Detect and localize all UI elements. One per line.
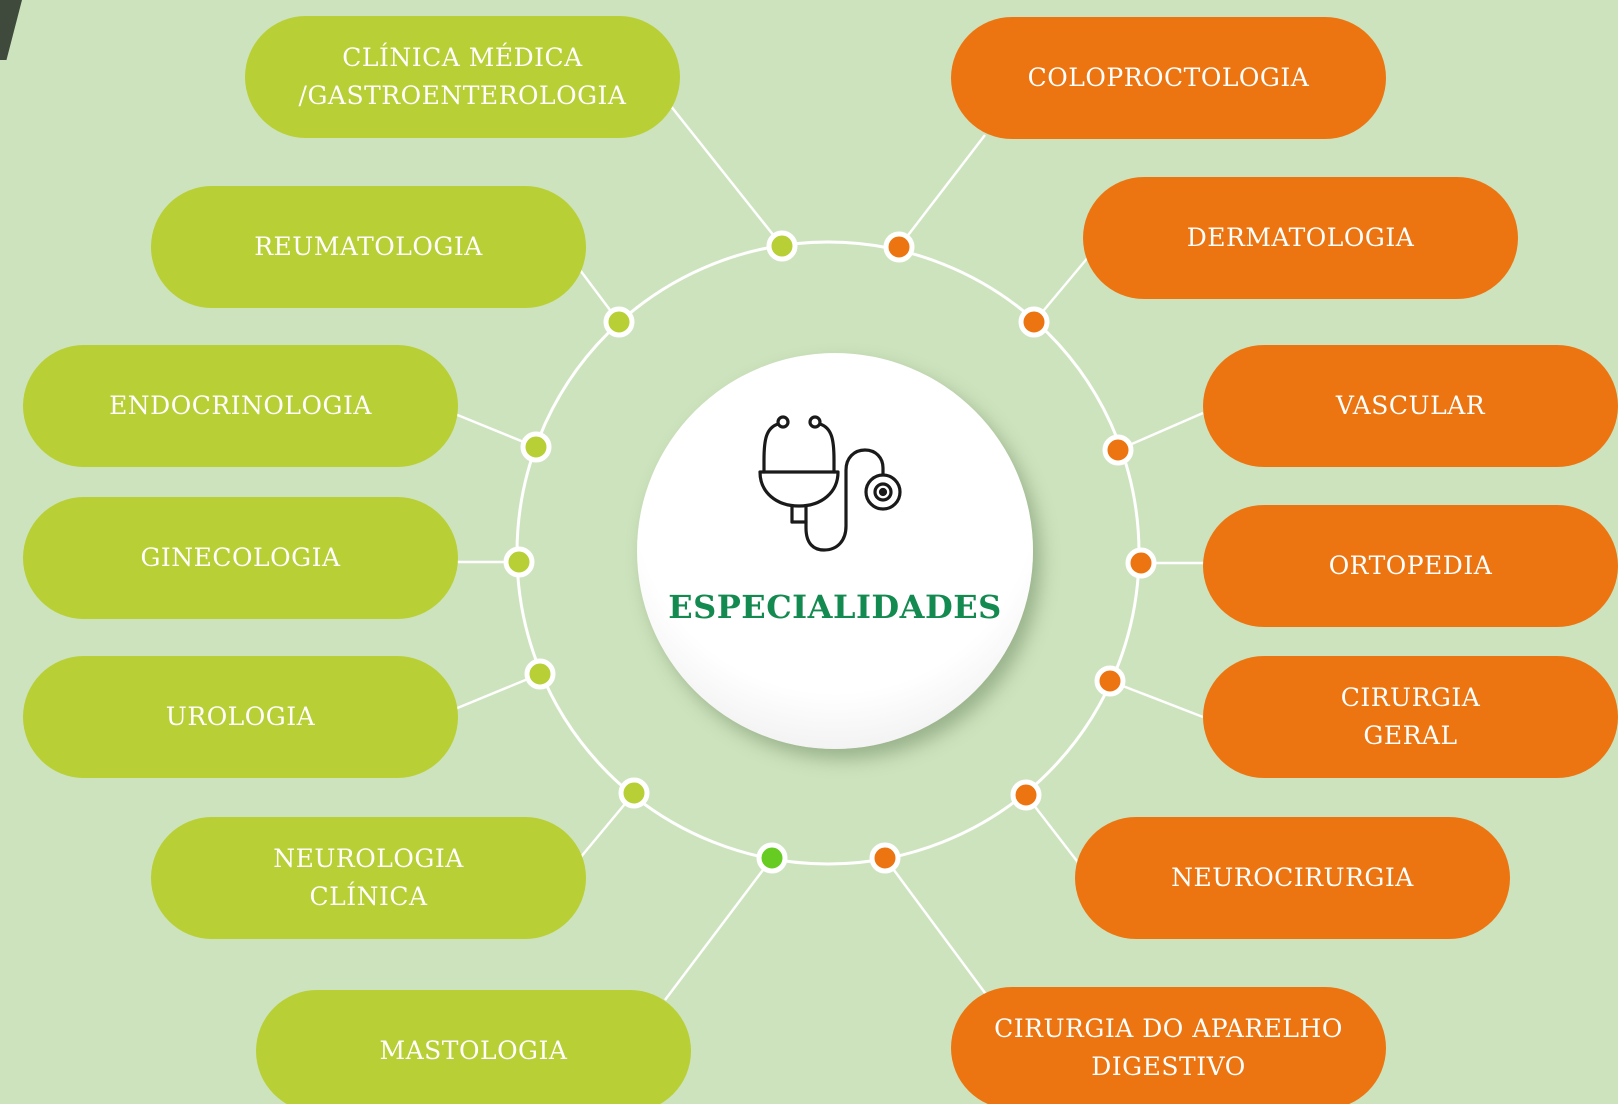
specialty-label: NEUROCIRURGIA: [1171, 863, 1414, 892]
specialty-label: ENDOCRINOLOGIA: [109, 391, 372, 420]
specialty-label: CIRURGIA DO APARELHO DIGESTIVO: [994, 1014, 1343, 1081]
specialty-pill: MASTOLOGIA: [256, 990, 691, 1104]
node-dot: [1094, 665, 1126, 697]
specialty-label: DERMATOLOGIA: [1186, 223, 1415, 252]
connector-line: [669, 104, 783, 247]
center-disc: [637, 353, 1033, 749]
specialty-pill: NEUROCIRURGIA: [1075, 817, 1510, 939]
specialty-pill: ENDOCRINOLOGIA: [23, 345, 458, 467]
specialty-pill: COLOPROCTOLOGIA: [951, 17, 1386, 139]
connector-line: [1109, 679, 1204, 719]
node-dot: [766, 230, 798, 262]
corner-decoration: [0, 0, 22, 60]
node-dot: [524, 658, 556, 690]
node-dot: [1010, 779, 1042, 811]
connector-line: [664, 857, 773, 1001]
specialty-label: CLÍNICA MÉDICA /GASTROENTEROLOGIA: [298, 43, 627, 110]
specialty-label: COLOPROCTOLOGIA: [1027, 63, 1310, 92]
node-dot: [1102, 434, 1134, 466]
node-dot: [869, 842, 901, 874]
node-dot: [520, 431, 552, 463]
specialty-pill: ORTOPEDIA: [1203, 505, 1618, 627]
connector-line: [883, 857, 990, 998]
stethoscope-icon: [758, 415, 902, 552]
specialty-pill: VASCULAR: [1203, 345, 1618, 467]
node-dot: [883, 231, 915, 263]
specialty-pill: REUMATOLOGIA: [151, 186, 586, 308]
node-dot: [1018, 306, 1050, 338]
specialty-label: CIRURGIA GERAL: [1340, 683, 1481, 750]
node-dot: [1125, 547, 1157, 579]
specialty-pill: GINECOLOGIA: [23, 497, 458, 619]
specialty-label: MASTOLOGIA: [379, 1036, 568, 1065]
node-dot: [618, 777, 650, 809]
center-title: ESPECIALIDADES: [668, 588, 1002, 626]
node-dot: [603, 306, 635, 338]
node-dot: [756, 842, 788, 874]
specialty-label: ORTOPEDIA: [1328, 551, 1493, 580]
connector-line: [898, 134, 986, 248]
specialty-label: NEUROLOGIA CLÍNICA: [273, 844, 464, 911]
specialty-label: REUMATOLOGIA: [254, 232, 483, 261]
specialty-pill: CIRURGIA DO APARELHO DIGESTIVO: [951, 987, 1386, 1104]
node-dot: [503, 546, 535, 578]
specialty-label: UROLOGIA: [165, 702, 316, 731]
specialty-label: GINECOLOGIA: [140, 543, 341, 572]
specialty-pill: CIRURGIA GERAL: [1203, 656, 1618, 778]
specialty-pill: DERMATOLOGIA: [1083, 177, 1518, 299]
specialty-pill: NEUROLOGIA CLÍNICA: [151, 817, 586, 939]
specialty-pill: CLÍNICA MÉDICA /GASTROENTEROLOGIA: [245, 16, 680, 138]
specialty-label: VASCULAR: [1335, 391, 1486, 420]
specialty-pill: UROLOGIA: [23, 656, 458, 778]
